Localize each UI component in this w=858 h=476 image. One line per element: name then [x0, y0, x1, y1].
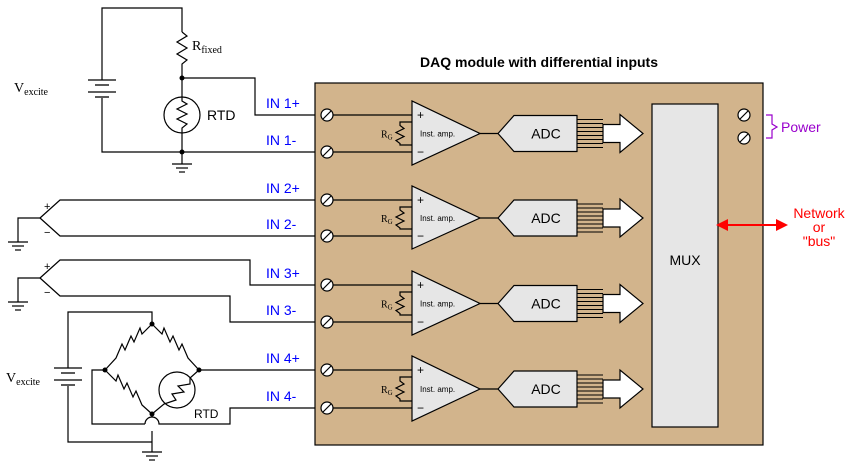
adc-block-4 [497, 370, 578, 408]
amp-minus-2: − [417, 229, 424, 243]
input-label-1-plus: IN 1+ [266, 95, 300, 111]
inst-amp-1 [411, 100, 482, 166]
mux-block [651, 103, 719, 428]
network-label-line3: "bus" [803, 233, 836, 249]
channel-2: IN 2+ IN 2- RG Inst. amp. + − ADC [266, 180, 644, 250]
circuit-1: Rfixed Vexcite RTD [14, 7, 315, 173]
input-label-4-plus: IN 4+ [266, 350, 300, 366]
inst-amp-4 [411, 355, 482, 422]
input-label-2-plus: IN 2+ [266, 180, 300, 196]
inst-amp-label-3: Inst. amp. [420, 300, 455, 309]
rfixed-resistor [175, 31, 189, 78]
vexcite-1-label: Vexcite [14, 81, 49, 98]
adc-label-4: ADC [531, 381, 561, 397]
circuit-4-bridge: Vexcite RTD [6, 311, 315, 461]
inst-amp-label-2: Inst. amp. [420, 214, 455, 223]
input-label-2-minus: IN 2- [266, 216, 297, 232]
terminal-1-minus [320, 145, 334, 159]
power-terminals [737, 108, 751, 145]
terminal-4-minus [320, 401, 334, 415]
module-title: DAQ module with differential inputs [420, 54, 658, 70]
rg-label-1: RG [381, 130, 393, 142]
adc-block-3 [497, 284, 578, 323]
rtd-4 [158, 371, 196, 409]
adc-block-1 [497, 114, 578, 153]
network-label-line2: or [813, 219, 826, 235]
inst-amp-label-1: Inst. amp. [420, 130, 455, 139]
vexcite-4-label: Vexcite [6, 371, 41, 388]
input-label-1-minus: IN 1- [266, 132, 297, 148]
input-label-4-minus: IN 4- [266, 388, 297, 404]
amp-plus-1: + [417, 108, 424, 122]
amp-plus-4: + [417, 363, 424, 377]
rtd-1-label: RTD [207, 107, 236, 123]
channel-3: IN 3+ IN 3- RG Inst. amp. + − ADC [266, 265, 644, 336]
adc-label-3: ADC [531, 296, 561, 312]
network-label-line1: Network [793, 205, 845, 221]
thermocouple-2: + − [8, 199, 315, 251]
amp-minus-4: − [417, 401, 424, 415]
adc-label-2: ADC [531, 210, 561, 226]
rtd-4-label: RTD [194, 407, 219, 421]
amp-minus-3: − [417, 315, 424, 329]
adc-block-2 [497, 199, 578, 237]
tc3-plus: + [44, 261, 50, 273]
input-label-3-plus: IN 3+ [266, 265, 300, 281]
amp-plus-3: + [417, 278, 424, 292]
inst-amp-2 [411, 185, 482, 250]
channel-1: IN 1+ IN 1- RG Inst. amp. + − ADC [266, 95, 644, 166]
terminal-2-minus [320, 229, 334, 243]
power-label: Power [781, 119, 821, 135]
data-arrow-2 [602, 197, 644, 239]
tc3-minus: − [44, 287, 50, 299]
amp-plus-2: + [417, 193, 424, 207]
input-label-3-minus: IN 3- [266, 302, 297, 318]
rg-label-4: RG [381, 385, 393, 397]
data-arrow-3 [602, 283, 644, 324]
adc-label-1: ADC [531, 126, 561, 142]
rg-label-3: RG [381, 300, 393, 312]
terminal-4-plus [320, 363, 334, 377]
terminal-3-minus [320, 315, 334, 329]
amp-minus-1: − [417, 145, 424, 159]
rg-label-2: RG [381, 214, 393, 226]
power-bracket [766, 114, 779, 139]
terminal-2-plus [320, 193, 334, 207]
thermocouple-3: + − [8, 259, 315, 323]
rfixed-label: Rfixed [192, 39, 222, 56]
inst-amp-3 [411, 270, 482, 336]
tc2-plus: + [44, 201, 50, 213]
terminal-3-plus [320, 278, 334, 292]
tc2-minus: − [44, 227, 50, 239]
data-arrow-4 [602, 368, 644, 410]
channel-4: IN 4+ IN 4- RG Inst. amp. + − ADC [266, 350, 644, 422]
mux-label: MUX [669, 252, 701, 268]
data-arrow-1 [602, 113, 644, 154]
terminal-1-plus [320, 108, 334, 122]
inst-amp-label-4: Inst. amp. [420, 385, 455, 394]
